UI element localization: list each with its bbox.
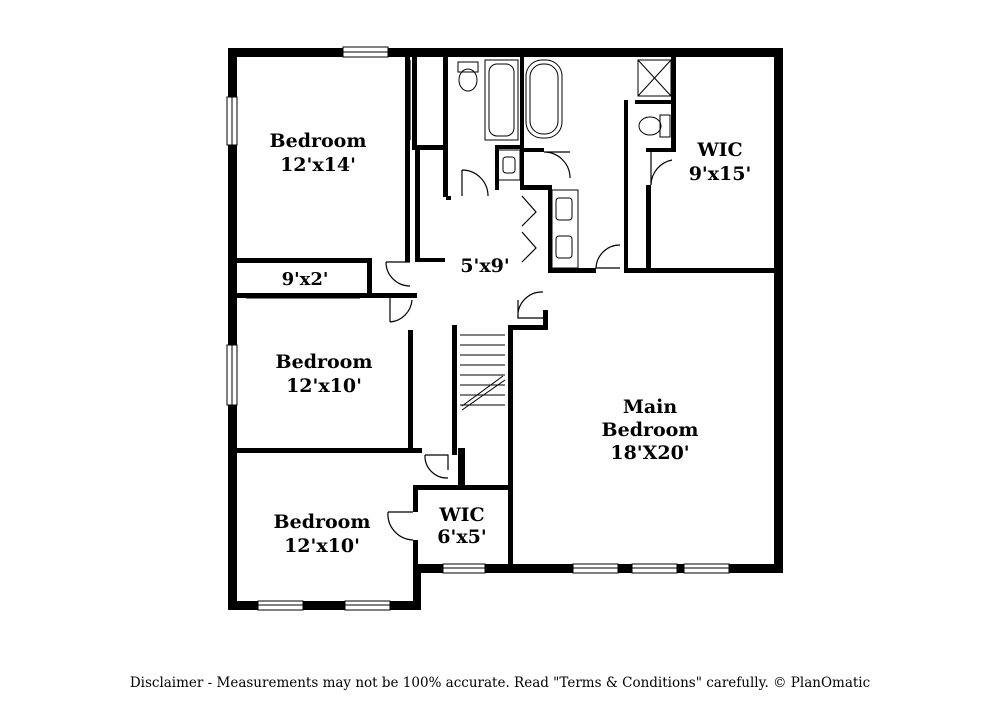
hall-size: 5'x9' bbox=[460, 255, 509, 277]
bedroom-1-name: Bedroom bbox=[270, 130, 367, 152]
fixtures bbox=[457, 59, 672, 269]
wic-main-name: WIC bbox=[696, 139, 742, 161]
room-labels: Bedroom 12'x14' 9'x2' 5'x9' WIC 9'x15' B… bbox=[270, 130, 752, 557]
doors bbox=[246, 60, 673, 541]
disclaimer-text: Disclaimer - Measurements may not be 100… bbox=[129, 675, 871, 691]
windows bbox=[226, 46, 730, 611]
main-bedroom-size: 18'X20' bbox=[610, 442, 689, 464]
stairs bbox=[460, 334, 506, 411]
wic-small-name: WIC bbox=[438, 504, 484, 526]
bedroom-1-size: 12'x14' bbox=[280, 154, 356, 176]
bedroom-3-size: 12'x10' bbox=[284, 535, 360, 557]
bedroom-2-size: 12'x10' bbox=[286, 375, 362, 397]
bedroom-3-name: Bedroom bbox=[274, 511, 371, 533]
closet-size: 9'x2' bbox=[282, 269, 329, 290]
floor-plan: Bedroom 12'x14' 9'x2' 5'x9' WIC 9'x15' B… bbox=[226, 46, 783, 611]
wic-main-size: 9'x15' bbox=[689, 163, 752, 185]
bedroom-2-name: Bedroom bbox=[276, 351, 373, 373]
main-bedroom-name-line2: Bedroom bbox=[602, 419, 699, 441]
interior-walls bbox=[237, 57, 774, 565]
wic-small-size: 6'x5' bbox=[437, 526, 486, 548]
main-bedroom-name-line1: Main bbox=[623, 396, 678, 418]
